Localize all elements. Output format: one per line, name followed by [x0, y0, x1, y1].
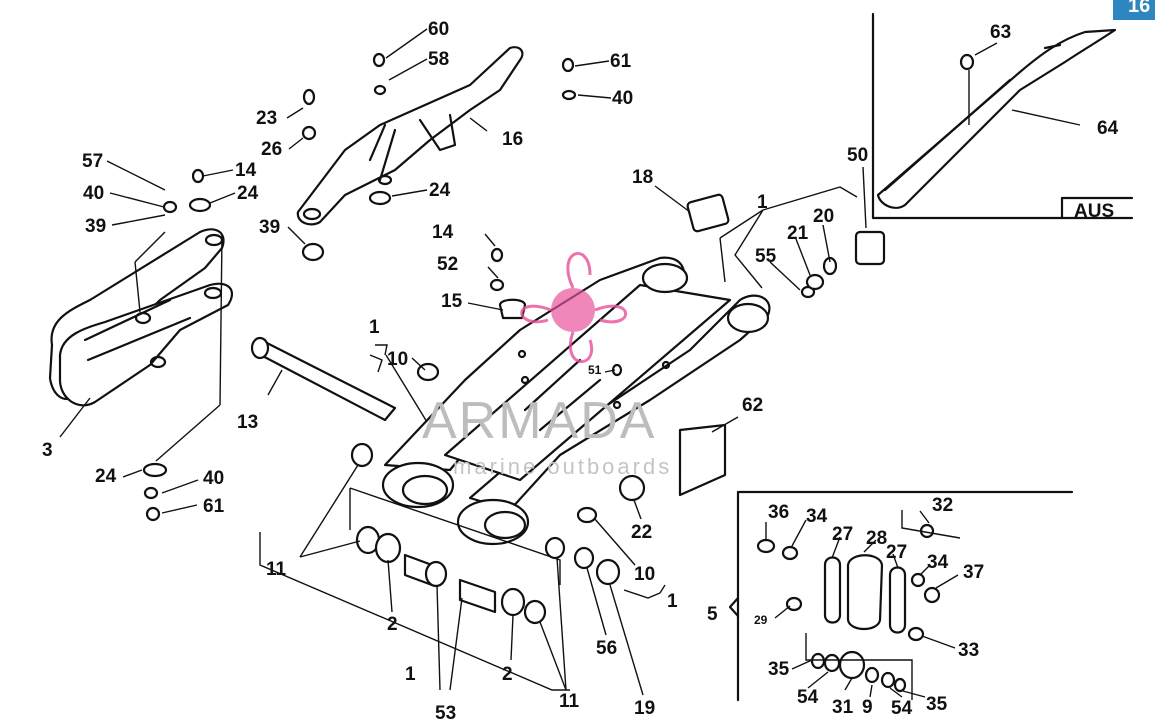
callout-50: 50	[847, 145, 868, 166]
callout-20: 20	[813, 206, 834, 227]
armada-watermark: ARMADA marine outboards	[422, 252, 672, 479]
callout-29: 29	[754, 613, 768, 627]
callout-24-bottom: 24	[95, 466, 117, 487]
callout-54-right: 54	[891, 698, 913, 719]
callout-37: 37	[963, 562, 984, 583]
callout-40-left: 40	[83, 183, 104, 204]
callout-labels: 60 58 61 40 23 26 16 24 39 57 14 40 24 3…	[42, 19, 1119, 724]
callout-14-center: 14	[432, 222, 454, 243]
callout-35: 35	[768, 659, 790, 680]
swingarm	[381, 256, 771, 546]
callout-51: 51	[588, 363, 602, 377]
callout-18: 18	[632, 167, 653, 188]
callout-24-left: 24	[237, 183, 259, 204]
callout-1-right: 1	[667, 591, 678, 612]
callout-28: 28	[866, 528, 887, 549]
callout-33: 33	[958, 640, 979, 661]
callout-16: 16	[502, 129, 523, 150]
callout-54: 54	[797, 687, 819, 708]
callout-31: 31	[832, 697, 854, 718]
watermark-tagline: marine outboards	[453, 454, 672, 479]
callout-27-right: 27	[886, 542, 907, 563]
callout-11-left: 11	[266, 559, 287, 580]
callout-62: 62	[742, 395, 763, 416]
callout-64: 64	[1097, 118, 1119, 139]
chain-slider-inset	[876, 28, 1117, 209]
callout-1-bottom: 1	[405, 664, 416, 685]
callout-10-bottom: 10	[634, 564, 655, 585]
callout-14: 14	[235, 160, 257, 181]
callout-61: 61	[610, 51, 632, 72]
callout-61-bottom: 61	[203, 496, 225, 517]
callout-26: 26	[261, 139, 282, 160]
callout-58: 58	[428, 49, 449, 70]
callout-19: 19	[634, 698, 655, 719]
detail-frame	[728, 490, 1074, 702]
callout-11-right: 11	[559, 691, 580, 712]
callout-2-right: 2	[502, 664, 513, 685]
callout-22: 22	[631, 522, 652, 543]
callout-56: 56	[596, 638, 617, 659]
callout-63: 63	[990, 22, 1011, 43]
callout-53: 53	[435, 703, 456, 724]
callout-1-top: 1	[757, 192, 768, 213]
callout-15: 15	[441, 291, 463, 312]
callout-23: 23	[256, 108, 277, 129]
callout-10-top: 10	[387, 349, 408, 370]
armada-logo-icon	[520, 252, 628, 364]
detail-linkage	[756, 523, 941, 693]
callout-13: 13	[237, 412, 258, 433]
leader-lines	[59, 28, 1081, 700]
callout-3: 3	[42, 440, 53, 461]
callout-5: 5	[707, 604, 718, 625]
bearing-stack	[350, 442, 621, 625]
callout-32: 32	[932, 495, 953, 516]
callout-39: 39	[259, 217, 280, 238]
small-parts	[142, 52, 975, 524]
watermark-brand: ARMADA	[422, 392, 656, 450]
callout-40: 40	[612, 88, 633, 109]
callout-2-left: 2	[387, 614, 398, 635]
page-tab-number: 16	[1128, 0, 1150, 17]
page-tab: 16	[1113, 0, 1155, 20]
chain-guard-upper	[296, 46, 524, 226]
chain-guard-left	[48, 228, 234, 407]
callout-55: 55	[755, 246, 777, 267]
callout-21: 21	[787, 223, 809, 244]
pivot-shaft	[250, 336, 397, 422]
inset-label: AUS	[1074, 201, 1114, 222]
callout-36: 36	[768, 502, 789, 523]
callout-9: 9	[862, 697, 873, 718]
callout-27: 27	[832, 524, 853, 545]
callout-1-pivot: 1	[369, 317, 380, 338]
inset-frame	[871, 12, 1134, 220]
callout-24: 24	[429, 180, 451, 201]
callout-34: 34	[806, 506, 828, 527]
callout-34-right: 34	[927, 552, 949, 573]
callout-40-bottom: 40	[203, 468, 224, 489]
callout-52: 52	[437, 254, 458, 275]
callout-35-right: 35	[926, 694, 948, 715]
callout-39-left: 39	[85, 216, 106, 237]
callout-57: 57	[82, 151, 103, 172]
callout-60: 60	[428, 19, 449, 40]
